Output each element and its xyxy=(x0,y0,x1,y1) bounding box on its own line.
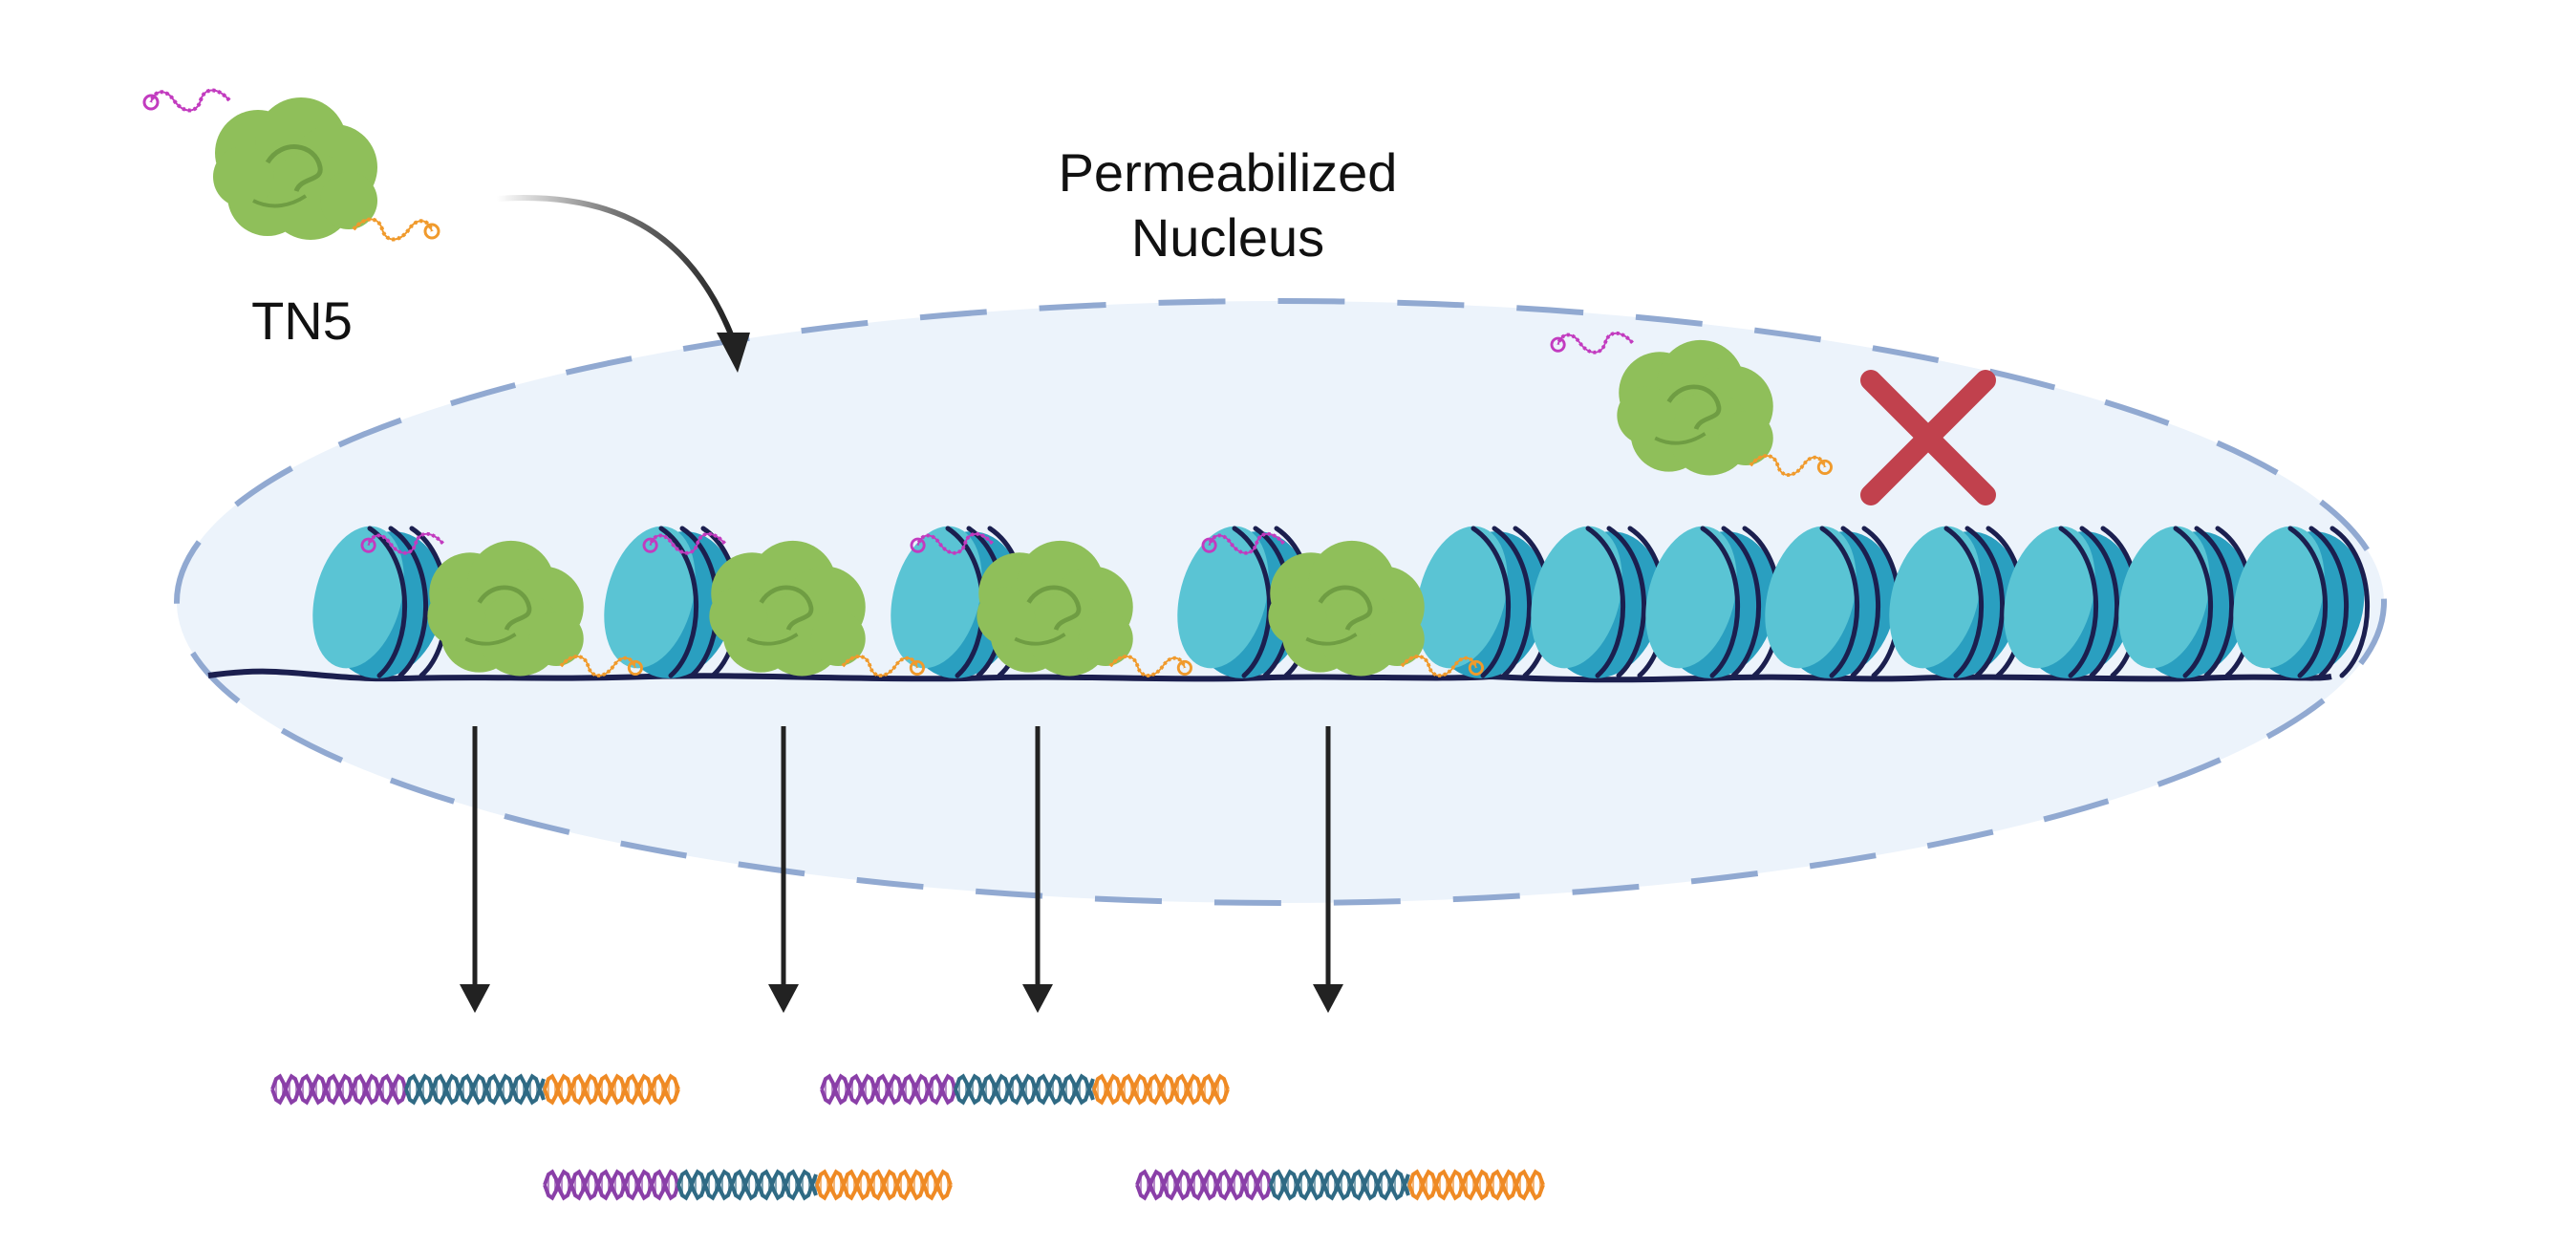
nucleosome-icon xyxy=(312,526,449,678)
dna-strand xyxy=(207,668,2332,683)
tn5-transposase-icon xyxy=(1550,331,1833,477)
nucleosome-icon xyxy=(2004,526,2140,678)
dna-fragment-icon xyxy=(270,1073,680,1106)
cut-site-arrow xyxy=(1022,726,1053,1013)
dna-fragments xyxy=(270,1073,1545,1201)
dna-fragment-icon xyxy=(543,1169,953,1201)
cut-site-arrows xyxy=(460,726,1343,1013)
entry-arrow xyxy=(496,195,750,373)
blocked-x-icon xyxy=(1860,370,1996,505)
cut-site-arrow xyxy=(460,726,490,1013)
tn5-transposase-icon xyxy=(642,531,925,677)
dna-fragment-icon xyxy=(820,1073,1230,1106)
nucleosome-icon xyxy=(1531,526,1667,678)
nucleosome-array xyxy=(312,526,2370,678)
chromatin-fiber xyxy=(207,526,2370,683)
nucleosome-icon xyxy=(2118,526,2255,678)
nucleosome-icon xyxy=(1416,526,1553,678)
nucleus-label-line2: Nucleus xyxy=(1131,207,1324,268)
enzyme-label: TN5 xyxy=(251,290,353,351)
nucleosome-icon xyxy=(604,526,741,678)
nucleosome-icon xyxy=(1889,526,2026,678)
nucleus-label-line1: Permeabilized xyxy=(1059,142,1398,203)
tn5-transposase-icon xyxy=(1201,531,1484,677)
cut-site-arrow xyxy=(768,726,799,1013)
tn5-transposase-icon xyxy=(142,88,440,242)
cut-site-arrow xyxy=(1313,726,1343,1013)
tn5-transposase-icon xyxy=(910,531,1192,677)
tn5-transposase-icon xyxy=(360,531,643,677)
nucleosome-icon xyxy=(1177,526,1314,678)
nucleosome-icon xyxy=(2233,526,2370,678)
nucleosome-icon xyxy=(1645,526,1782,678)
dna-fragment-icon xyxy=(1135,1169,1545,1201)
tn5-complexes xyxy=(142,88,1833,677)
